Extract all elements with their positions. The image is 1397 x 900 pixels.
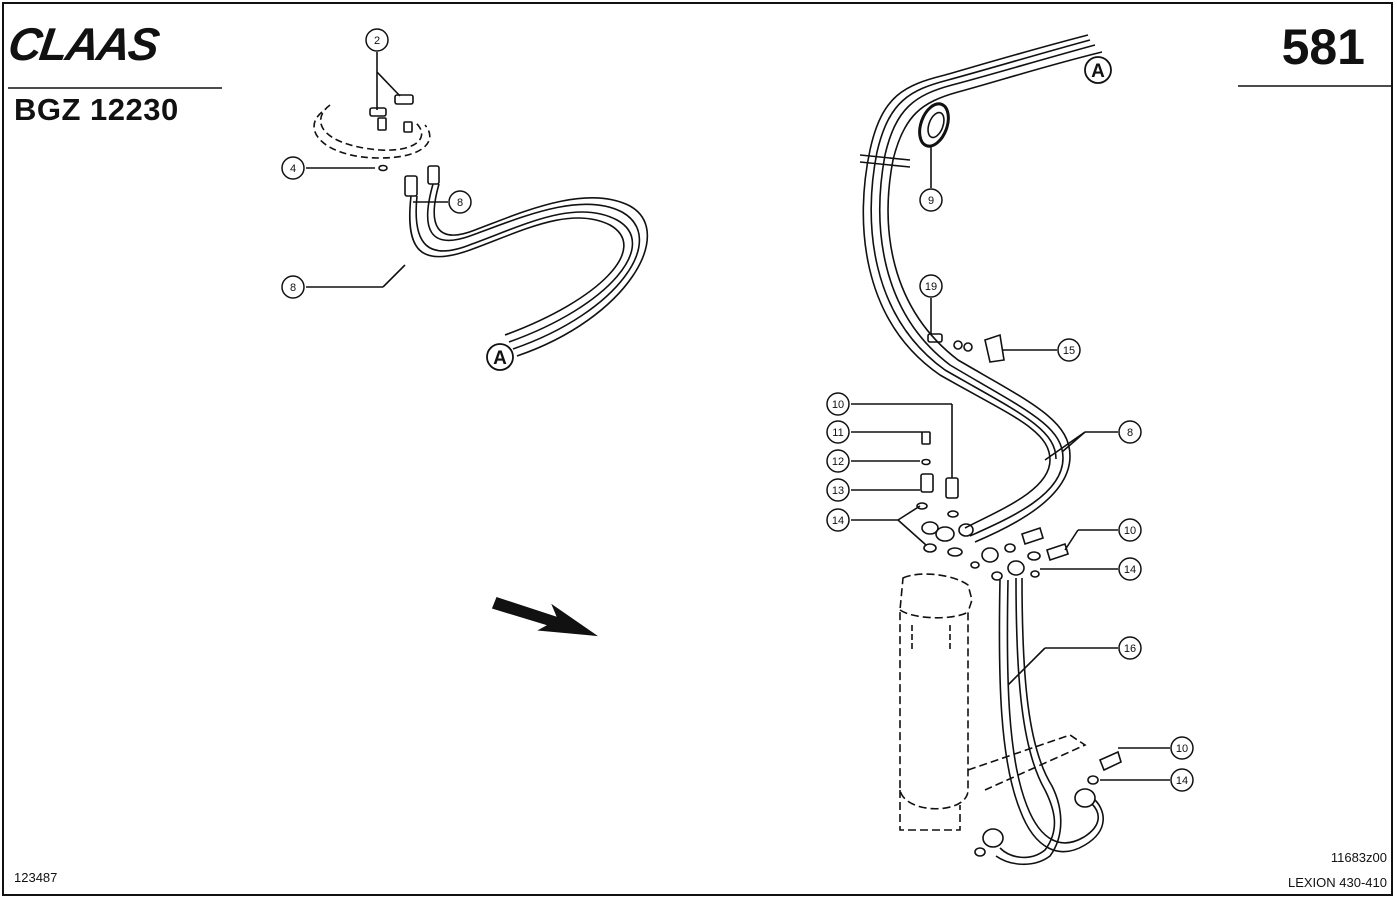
claas-logo: CLAAS (10, 22, 163, 66)
callout-13: 13 (832, 485, 844, 497)
model-range: LEXION 430-410 (1287, 875, 1387, 890)
callout-8-right: 8 (1127, 427, 1133, 439)
brand-logo-text: CLAAS (10, 22, 163, 66)
model-code: BGZ 12230 (14, 92, 179, 127)
callout-19: 19 (925, 281, 937, 293)
callout-9: 9 (928, 195, 934, 207)
callout-8-upper: 8 (457, 197, 463, 209)
callout-16: 16 (1124, 643, 1136, 655)
callout-14-left: 14 (832, 515, 844, 527)
page-number: 581 (1281, 19, 1365, 75)
reference-mark-a-right: A (1091, 61, 1105, 82)
reference-mark-a-left: A (493, 348, 507, 369)
callout-14-bottom: 14 (1176, 775, 1188, 787)
callout-8-lower: 8 (290, 282, 296, 294)
callout-12: 12 (832, 456, 844, 468)
footer-left-code: 123487 (14, 870, 58, 885)
callout-10-top: 10 (832, 399, 844, 411)
callout-10-middle: 10 (1124, 525, 1136, 537)
callout-10-bottom: 10 (1176, 743, 1188, 755)
drawing-code: 11683z00 (1330, 850, 1387, 865)
callout-11: 11 (832, 427, 843, 439)
callout-15: 15 (1063, 345, 1075, 357)
callout-4: 4 (290, 163, 296, 175)
callout-2: 2 (374, 35, 380, 47)
callout-14-middle: 14 (1124, 564, 1136, 576)
